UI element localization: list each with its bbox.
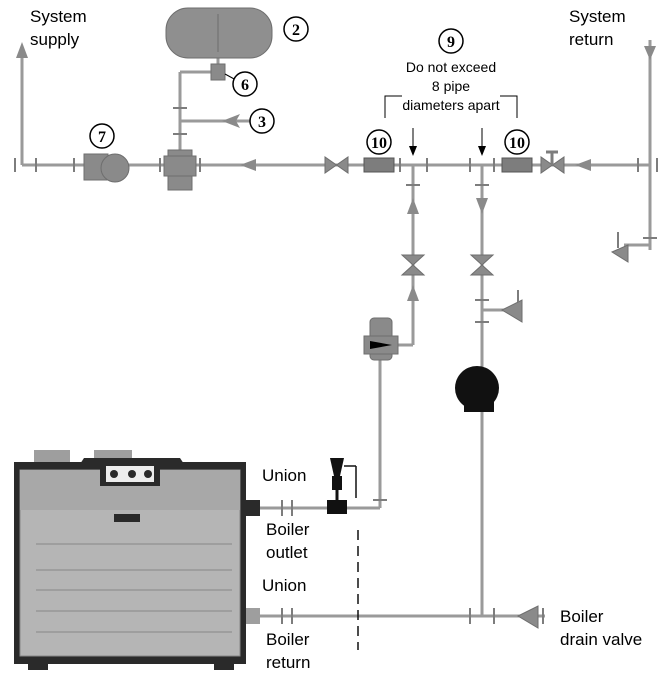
callout-7: 7 (89, 123, 115, 149)
makeup-arrow-icon (222, 114, 240, 128)
flow-arrow-icon (407, 198, 419, 214)
callout-10-right: 10 (504, 129, 530, 155)
return-arrow-icon (644, 46, 656, 60)
air-vent-icon (210, 63, 226, 81)
boiler-drain-valve-label: drain valve (560, 630, 642, 649)
flow-arrow-icon (476, 198, 488, 214)
system-supply-label: System (30, 7, 87, 26)
flow-arrows (222, 114, 591, 301)
supply-arrow-icon (16, 42, 28, 58)
air-separator-icon (163, 149, 197, 191)
note-bracket (384, 95, 518, 156)
isolation-valve-icon (324, 156, 349, 174)
callout-6: 6 (232, 71, 258, 97)
boiler-drain-valve-icon (516, 605, 539, 629)
callout-10-left: 10 (366, 129, 392, 155)
boiler-drain-valve-label: Boiler (560, 607, 604, 626)
component-10-left-icon (363, 157, 395, 173)
boiler-return-label: Boiler (266, 630, 310, 649)
purge-valve-icon (500, 299, 523, 323)
system-supply-label: supply (30, 30, 80, 49)
supply-riser-valve-icon (400, 254, 426, 276)
union-label: Union (262, 576, 306, 595)
note-line: diameters apart (402, 97, 499, 113)
flanges (14, 107, 658, 624)
union-label: Union (262, 466, 306, 485)
note-line: Do not exceed (406, 59, 496, 75)
system-return-label: return (569, 30, 613, 49)
relief-valve-icon (327, 458, 357, 514)
callout-number: 9 (447, 34, 455, 51)
callout-number: 10 (371, 135, 387, 152)
expansion-tank-icon (165, 7, 273, 59)
return-riser-valve-icon (469, 254, 495, 276)
system-return-label: System (569, 7, 626, 26)
callout-number: 7 (98, 129, 106, 146)
flow-arrow-icon (240, 159, 256, 171)
callout-2: 2 (283, 16, 309, 42)
note-line: 8 pipe (432, 78, 470, 94)
drain-valve-icon (610, 244, 629, 263)
callout-9: 9 (438, 28, 464, 54)
boiler-icon (14, 450, 260, 670)
callout-number: 3 (258, 114, 266, 131)
boiler-return-label: return (266, 653, 310, 672)
system-pump-icon (83, 153, 130, 183)
component-10-right-icon (501, 157, 533, 173)
flow-check-icon (363, 317, 399, 361)
flow-arrow-icon (407, 285, 419, 301)
flow-arrow-icon (575, 159, 591, 171)
callout-number: 6 (241, 77, 249, 94)
callout-number: 2 (292, 22, 300, 39)
boiler-outlet-label: outlet (266, 543, 308, 562)
boiler-pump-icon (455, 366, 499, 412)
callout-number: 10 (509, 135, 525, 152)
callout-3: 3 (249, 108, 275, 134)
boiler-outlet-label: Boiler (266, 520, 310, 539)
